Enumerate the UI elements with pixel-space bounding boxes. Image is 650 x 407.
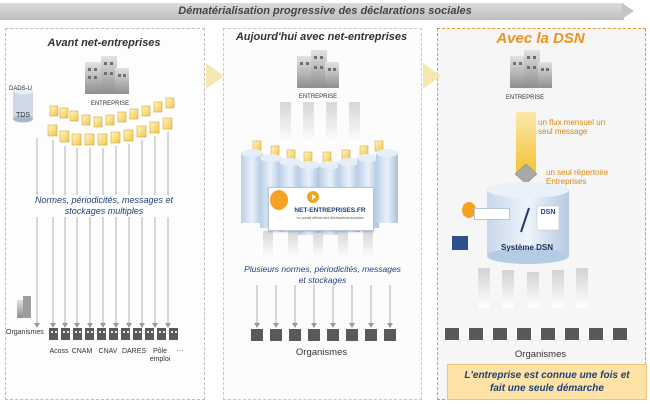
organisms-label-small: Organismes (6, 329, 44, 336)
organisms-label: Organismes (514, 349, 567, 360)
enterprise-label: ENTREPRISE (298, 94, 338, 100)
single-flow-bar (516, 112, 536, 176)
organism-buildings-row (445, 328, 627, 340)
enterprise-building-icon (297, 50, 339, 88)
organism-name: … (176, 346, 184, 353)
organism-name: DARES (121, 348, 147, 355)
callout-text: L'entreprise est connue une fois et fait… (464, 370, 630, 394)
panel-before-description: Normes, périodicités, messages et stocka… (14, 195, 194, 217)
dsn-logo-text: DSN (540, 209, 556, 216)
play-triangle-icon (312, 194, 316, 200)
organism-building-icon (17, 296, 31, 318)
flow-arrows (36, 132, 169, 323)
panel-dsn-title: Avec la DSN (496, 30, 585, 47)
portal-name: NET-ENTREPRISES.FR (294, 207, 366, 214)
enterprise-label: ENTREPRISE (505, 95, 545, 101)
document-icons (47, 97, 175, 146)
system-dsn-label: Système DSN (500, 243, 554, 252)
tds-label: TDS (16, 112, 30, 119)
panel-before-diagram (13, 56, 178, 340)
net-entreprises-portal: NET-ENTREPRISES.FR Le portail officiel d… (268, 187, 374, 231)
logo-badge (474, 208, 510, 220)
panel-today-description: Plusieurs normes, périodicités, messages… (244, 264, 401, 285)
enterprise-building-icon (85, 56, 129, 94)
organism-name: CNAV (98, 348, 118, 355)
banner-title: Dématérialisation progressive des déclar… (178, 5, 472, 17)
panel-before-title: Avant net-entreprises (47, 37, 161, 49)
flow-arrows (256, 283, 391, 323)
dsn-logo-icon (536, 205, 560, 231)
banner-arrow-tip (622, 3, 634, 19)
document-icons (252, 140, 384, 163)
organisms-label: Organismes (295, 347, 348, 358)
dsn-callout: L'entreprise est connue une fois et fait… (447, 364, 647, 400)
banner-bar (0, 3, 624, 20)
panel-dsn-diagram (445, 50, 627, 340)
chevron-arrow-icon (206, 63, 224, 89)
organism-name: Pôle emploi (149, 348, 171, 363)
tds-database-icon (13, 87, 33, 123)
organism-name: Acoss (49, 348, 69, 355)
organism-buildings-row (251, 329, 396, 341)
panel-today-title: Aujourd'hui avec net-entreprises (235, 31, 408, 43)
organism-name: CNAM (71, 348, 93, 355)
chevron-arrow-icon (423, 63, 441, 89)
mascot-icon (270, 190, 288, 210)
flow-text: un flux mensuel un seul message (538, 118, 606, 136)
dads-label: DADS-U (9, 86, 33, 92)
institution-logo-icon (452, 236, 468, 250)
mascot-icon (462, 202, 476, 218)
net-entreprises-logo-small (462, 202, 510, 226)
enterprise-label: ENTREPRISE (90, 101, 130, 107)
enterprise-building-icon (510, 50, 552, 88)
directory-text: un seul répertoire Entreprises (546, 168, 609, 186)
portal-tagline: Le portail officiel des déclarations soc… (296, 216, 364, 220)
organism-buildings-row (49, 328, 178, 340)
